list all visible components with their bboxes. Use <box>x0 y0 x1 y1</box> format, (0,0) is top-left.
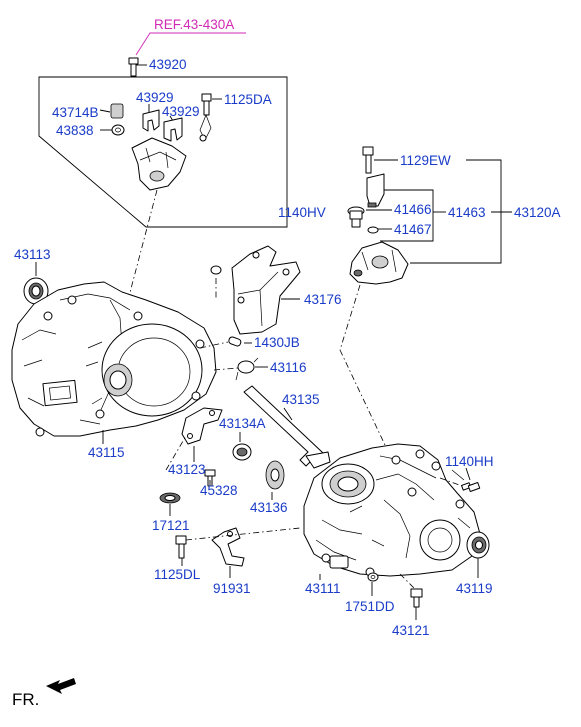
thrust-washer-group: 43136 <box>250 460 288 515</box>
part-label-1140HH[interactable]: 1140HH <box>445 454 494 469</box>
oil-seal-group: 43113 <box>14 247 51 305</box>
shift-lever-icon <box>243 385 331 469</box>
shift-cable-bracket-icon <box>131 137 187 191</box>
part-label-43134A[interactable]: 43134A <box>219 416 266 431</box>
part-label-43920[interactable]: 43920 <box>149 57 187 72</box>
part-label-1751DD[interactable]: 1751DD <box>345 599 395 614</box>
harness-bracket-icon <box>211 527 245 567</box>
part-label-41466[interactable]: 41466 <box>394 202 432 217</box>
reference-label[interactable]: REF.43-430A <box>154 17 234 32</box>
oil-seal-icon <box>23 277 49 305</box>
oil-seal-group: 17121 <box>152 492 190 533</box>
part-label-41463[interactable]: 41463 <box>448 205 486 220</box>
shift-cable-bracket-group: 43920 43929 43929 1125DA 43714B 43838 <box>38 57 288 301</box>
part-label-43176[interactable]: 43176 <box>304 292 342 307</box>
case-bolt-group: 1140HH <box>439 454 494 493</box>
housing-label-group: 43115 <box>88 430 125 460</box>
part-label-43120A[interactable]: 43120A <box>514 205 561 220</box>
dowel-pin-group: 1430JB <box>199 335 300 350</box>
part-label-43119[interactable]: 43119 <box>456 581 493 596</box>
front-direction-indicator: FR. <box>12 678 76 709</box>
lever-bracket-group: 43176 <box>210 245 342 335</box>
bracket-icon <box>366 173 385 208</box>
gasket-icon <box>367 572 379 582</box>
bolt-icon <box>347 206 365 228</box>
part-label-43115[interactable]: 43115 <box>88 445 125 460</box>
clip-icon <box>163 117 183 142</box>
pin-icon <box>210 265 222 275</box>
bushing-icon <box>110 103 124 119</box>
part-label-43838[interactable]: 43838 <box>56 123 94 138</box>
shift-small-parts-group: 43134A 43123 45328 <box>165 407 266 498</box>
reference-callout: REF.43-430A <box>135 17 246 56</box>
part-label-43113[interactable]: 43113 <box>14 247 51 262</box>
part-label-45328[interactable]: 45328 <box>200 483 238 498</box>
front-label: FR. <box>12 690 39 709</box>
part-label-43136[interactable]: 43136 <box>250 500 288 515</box>
bolt-icon <box>362 146 374 174</box>
bolt-icon <box>199 93 212 142</box>
part-label-43135[interactable]: 43135 <box>282 392 320 407</box>
washer-icon <box>111 124 125 136</box>
bolt-icon <box>461 481 481 493</box>
harness-bracket-group: 1125DL 91931 <box>154 527 301 596</box>
part-label-43111[interactable]: 43111 <box>305 581 341 596</box>
bracket-icon <box>231 245 301 335</box>
clutch-housing-icon <box>11 281 217 437</box>
lever-plate-icon <box>181 407 223 445</box>
part-label-1125DA[interactable]: 1125DA <box>224 92 272 107</box>
seal-ring-icon <box>232 443 252 461</box>
plug-icon <box>235 357 259 381</box>
part-label-43116[interactable]: 43116 <box>270 360 307 375</box>
part-label-1430JB[interactable]: 1430JB <box>254 335 300 350</box>
mounting-bracket-group: 1129EW 1140HV 41466 41463 43120A 41467 <box>278 146 561 446</box>
part-label-43123[interactable]: 43123 <box>168 462 206 477</box>
transaxle-case-icon <box>303 443 481 577</box>
arrow-icon <box>46 678 76 694</box>
part-label-43714B[interactable]: 43714B <box>52 105 99 120</box>
part-label-17121[interactable]: 17121 <box>152 518 190 533</box>
oil-seal-icon <box>466 531 490 559</box>
drain-plug-icon <box>410 588 423 608</box>
part-label-91931[interactable]: 91931 <box>213 581 251 596</box>
washer-icon <box>367 226 379 234</box>
part-label-1129EW[interactable]: 1129EW <box>400 153 451 168</box>
part-label-43929[interactable]: 43929 <box>162 104 200 119</box>
oil-seal-icon <box>159 492 181 504</box>
case-label-group: 43111 <box>305 574 341 596</box>
transaxle-mount-icon <box>349 241 409 285</box>
plug-group: 43116 <box>213 357 307 381</box>
dowel-pin-icon <box>228 336 242 347</box>
oil-seal-group: 43119 <box>456 531 493 596</box>
bolt-icon <box>128 57 139 77</box>
shift-lever-group: 43135 <box>243 385 331 469</box>
part-label-41467[interactable]: 41467 <box>394 222 432 237</box>
part-label-1140HV[interactable]: 1140HV <box>278 205 326 220</box>
part-label-1125DL[interactable]: 1125DL <box>154 567 201 582</box>
drain-plug-group: 1751DD 43121 <box>345 572 430 638</box>
part-label-43121[interactable]: 43121 <box>392 623 430 638</box>
clip-icon <box>142 109 160 132</box>
part-label-43929[interactable]: 43929 <box>136 90 174 105</box>
washer-icon <box>265 460 285 490</box>
bolt-icon <box>175 535 187 559</box>
group-box <box>38 76 288 228</box>
